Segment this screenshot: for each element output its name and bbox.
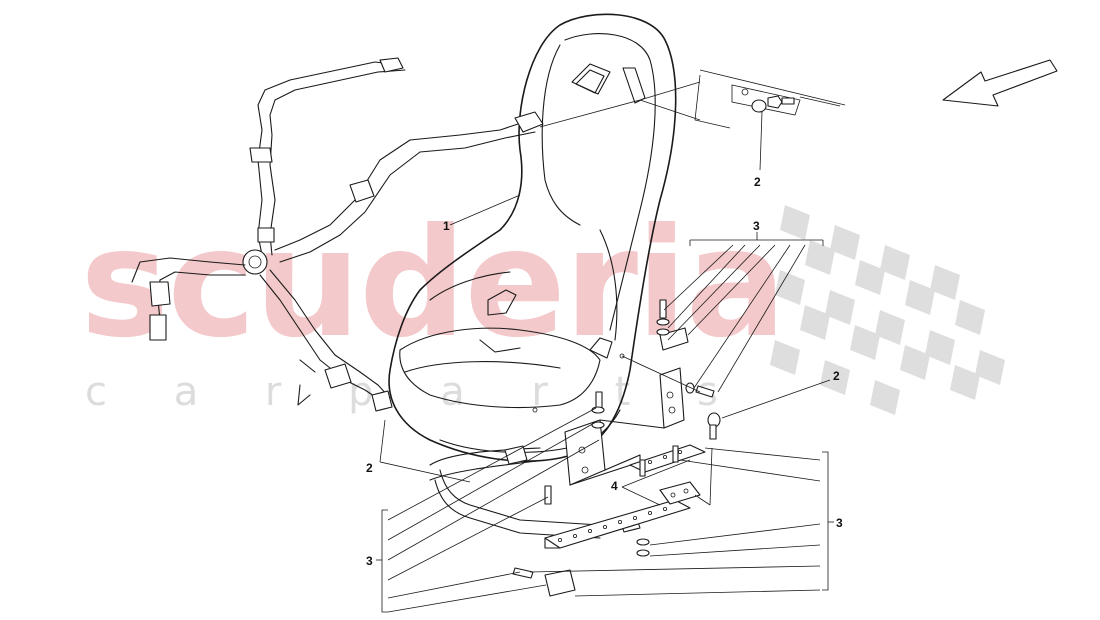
callout-seat: 1 — [443, 219, 450, 233]
mounting-rails — [512, 299, 721, 597]
callout-belt-upper: 2 — [754, 175, 761, 189]
callout-hardware-right: 3 — [836, 516, 843, 530]
callout-bracket: 4 — [611, 479, 618, 493]
callout-belt-lower: 2 — [366, 461, 373, 475]
watermark-sub-text: c a r p a r t s — [85, 369, 745, 415]
watermark: scuderia c a r p a r t s — [80, 197, 1005, 415]
callout-bolt-right: 2 — [833, 369, 840, 383]
callout-hardware-top: 3 — [753, 219, 760, 233]
checkered-flag-watermark — [770, 205, 1005, 415]
callout-labels: 1 2 2 2 4 3 3 3 — [366, 175, 843, 568]
side-mount-detail — [694, 69, 846, 129]
callout-hardware-left: 3 — [366, 554, 373, 568]
leader-lines — [376, 81, 834, 613]
bucket-seat — [388, 13, 677, 462]
direction-arrow-icon — [942, 59, 1058, 107]
